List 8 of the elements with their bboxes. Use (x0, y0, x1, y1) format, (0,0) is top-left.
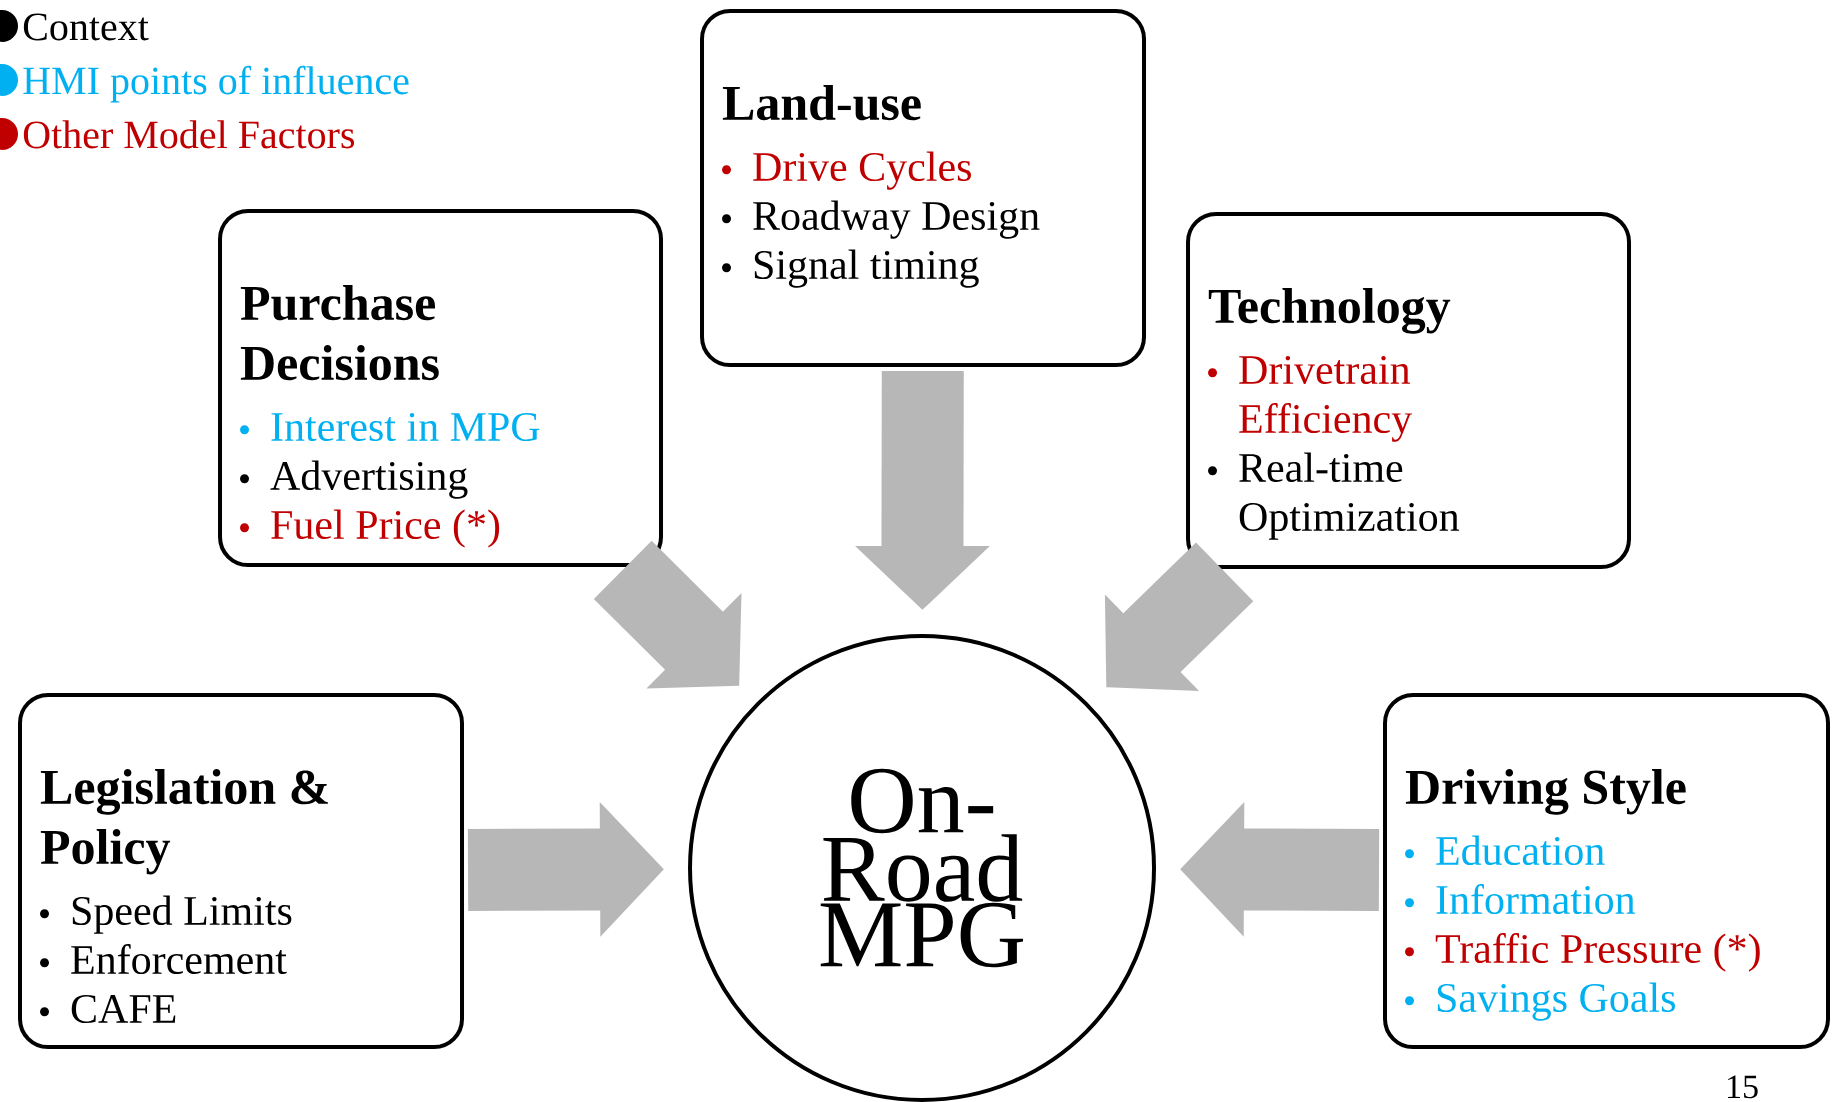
legend-text: HMI points of influence (23, 65, 409, 103)
factor-box: Legislation & Policy Speed Limits Enforcement CAFE (18, 693, 464, 1049)
legend-text: Other Model Factors (23, 120, 355, 149)
factor-box: Purchase Decisions Interest in MPG Advertising Fuel Price (*) (218, 209, 663, 567)
legend-text: Context (23, 13, 149, 41)
factor-box: Land-use Drive Cycles Roadway Design Signal timing (700, 9, 1146, 367)
factor-box: Technology Drivetrain Efficiency Real-time Optimization (1186, 212, 1631, 569)
factor-box: Driving Style Education Information Traffic Pressure (*) Savings Goals (1383, 693, 1830, 1049)
